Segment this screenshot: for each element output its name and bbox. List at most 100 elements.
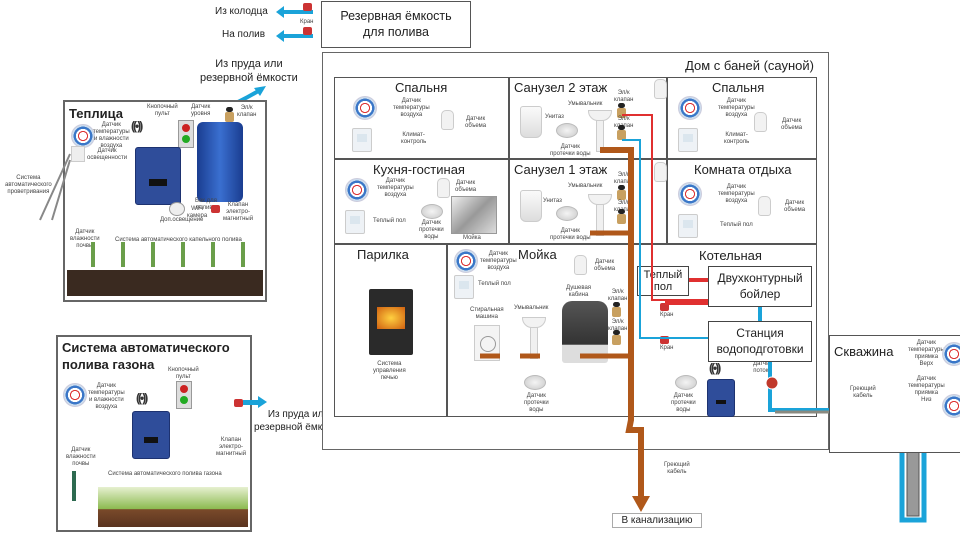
room-title: Спальня bbox=[712, 80, 765, 95]
shower-label: Душевая кабина bbox=[566, 285, 592, 298]
valve-icon[interactable] bbox=[303, 3, 312, 11]
to-watering-arrow bbox=[276, 30, 313, 42]
valve-label: Кран bbox=[660, 345, 674, 351]
motion-sensor-icon bbox=[654, 162, 667, 182]
wemos-controller-icon bbox=[135, 147, 181, 205]
motion-sensor-label: Датчик объема bbox=[594, 259, 616, 272]
boiler-label: Двухконтурный бойлер bbox=[717, 271, 803, 301]
leak-sensor-label: Датчик протечки воды bbox=[524, 393, 549, 413]
valve-icon[interactable] bbox=[660, 336, 669, 344]
warm-floor-panel-icon[interactable] bbox=[454, 275, 474, 299]
room-bedroom-1: Спальня Датчик температуры воздуха Датчи… bbox=[334, 77, 509, 159]
water-tank-icon bbox=[197, 122, 243, 202]
climate-panel-icon[interactable] bbox=[678, 128, 698, 152]
room-title: Комната отдыха bbox=[694, 162, 792, 177]
soil-sensor-label: Датчик влажности почвы bbox=[66, 447, 96, 467]
well-pump-icon bbox=[906, 449, 920, 517]
motion-sensor-icon bbox=[574, 255, 587, 275]
greenhouse-title: Теплица bbox=[69, 106, 124, 121]
valve-label: Эл/к клапан bbox=[614, 172, 634, 185]
valve-icon[interactable] bbox=[303, 27, 312, 35]
sink-label: Умывальник bbox=[514, 305, 549, 311]
leak-sensor-label: Датчик протечки воды bbox=[671, 393, 696, 413]
temp-sensor-label: Датчик температуры воздуха bbox=[718, 184, 755, 204]
well-casing bbox=[899, 445, 927, 523]
room-title: Санузел 2 этаж bbox=[514, 80, 608, 95]
temp-sensor-bottom-icon bbox=[942, 394, 960, 418]
leak-sensor-icon bbox=[675, 375, 697, 390]
room-title: Мойка bbox=[518, 247, 557, 262]
warm-floor-label: Теплый пол bbox=[478, 281, 511, 287]
e-valve-icon[interactable] bbox=[612, 302, 621, 317]
sewer-label: В канализацию bbox=[612, 513, 702, 528]
e-valve-label: Эл/к клапан bbox=[237, 105, 257, 118]
warm-floor-label: Теплый пол bbox=[373, 218, 406, 224]
soil-sensor-probe-icon bbox=[72, 471, 76, 501]
e-valve-icon[interactable] bbox=[617, 103, 626, 118]
reserve-tank-box: Резервная ёмкость для полива bbox=[321, 1, 471, 48]
from-well-label: Из колодца bbox=[215, 6, 268, 17]
valve-icon[interactable] bbox=[234, 399, 243, 407]
e-valve-icon[interactable] bbox=[225, 107, 234, 122]
toilet-icon bbox=[520, 190, 542, 222]
room-rest: Комната отдыха Датчик температуры воздух… bbox=[667, 159, 817, 244]
temp-sensor-icon bbox=[678, 182, 702, 206]
motion-sensor-label: Датчик объема bbox=[781, 118, 803, 131]
button-panel-icon[interactable] bbox=[178, 120, 194, 148]
toilet-label: Унитаз bbox=[545, 114, 564, 120]
valve-label: Кран bbox=[300, 19, 314, 25]
sink-label: Умывальник bbox=[568, 101, 603, 107]
warm-floor-panel-icon[interactable] bbox=[345, 210, 365, 234]
temp-sensor-icon bbox=[454, 249, 478, 273]
button-panel-label: Кнопочный пульт bbox=[168, 367, 199, 380]
plants-row bbox=[73, 242, 259, 267]
solenoid-valve-label: Клапан электро- магнитный bbox=[223, 202, 254, 222]
solenoid-valve-label: Клапан электро- магнитный bbox=[216, 437, 247, 457]
room-title: Парилка bbox=[357, 247, 409, 262]
motion-sensor-icon bbox=[437, 178, 450, 198]
e-valve-icon[interactable] bbox=[612, 330, 621, 345]
to-watering-label: На полив bbox=[222, 29, 266, 40]
sink-icon bbox=[522, 317, 546, 359]
wemos-controller-icon bbox=[707, 379, 735, 417]
drip-system-label: Система автоматического капельного полив… bbox=[115, 237, 242, 243]
light-sensor-icon bbox=[71, 146, 85, 162]
warm-floor-panel-icon[interactable] bbox=[678, 214, 698, 238]
warm-floor-box: Теплый пол bbox=[637, 266, 689, 296]
sink-icon bbox=[588, 110, 612, 152]
leak-sensor-label: Датчик протечки воды bbox=[419, 220, 444, 240]
valve-icon[interactable] bbox=[660, 303, 669, 311]
warm-floor-label: Теплый пол bbox=[720, 222, 753, 228]
sensor-bottom-label: Датчик температуры приямка Низ bbox=[908, 376, 945, 403]
climate-panel-icon[interactable] bbox=[352, 128, 372, 152]
sink-icon bbox=[588, 194, 612, 236]
motion-sensor-icon bbox=[758, 196, 771, 216]
room-washroom: Мойка Датчик температуры воздуха Теплый … bbox=[447, 244, 627, 417]
room-kitchen-living: Кухня-гостиная Датчик температуры воздух… bbox=[334, 159, 509, 244]
from-well-arrow bbox=[276, 6, 313, 18]
sewer-arrow-head bbox=[632, 496, 650, 512]
level-sensor-label: Датчик уровня bbox=[191, 104, 211, 117]
button-panel-icon[interactable] bbox=[176, 381, 192, 409]
wifi-camera-icon bbox=[169, 202, 185, 216]
lawn-supply-arrow bbox=[243, 396, 267, 408]
motion-sensor-label: Датчик объема bbox=[465, 116, 487, 129]
motion-sensor-icon bbox=[754, 112, 767, 132]
temp-sensor-label: Датчик температуры воздуха bbox=[480, 251, 517, 271]
room-title: Спальня bbox=[395, 80, 448, 95]
e-valve-icon[interactable] bbox=[617, 209, 626, 224]
lawn-panel: Система автоматического полива газона Да… bbox=[56, 335, 252, 532]
wifi-icon: ((•)) bbox=[709, 361, 721, 375]
well-box: Скважина Датчик температуры приямка Верх… bbox=[829, 335, 960, 453]
leak-sensor-icon bbox=[421, 204, 443, 219]
stove-icon bbox=[369, 289, 413, 355]
lawn-system-label: Система автоматического полива газона bbox=[108, 471, 222, 477]
reserve-tank-label: Резервная ёмкость для полива bbox=[340, 9, 452, 39]
valve-label: Эл/к клапан bbox=[608, 289, 628, 302]
e-valve-icon[interactable] bbox=[617, 125, 626, 140]
water-station-box: Станция водоподготовки bbox=[708, 321, 812, 362]
wifi-camera-label: WiFi камера bbox=[187, 206, 208, 219]
temp-humidity-label: Датчик температуры и влажности воздуха bbox=[93, 122, 130, 149]
valve-icon[interactable] bbox=[211, 205, 220, 213]
e-valve-icon[interactable] bbox=[617, 185, 626, 200]
